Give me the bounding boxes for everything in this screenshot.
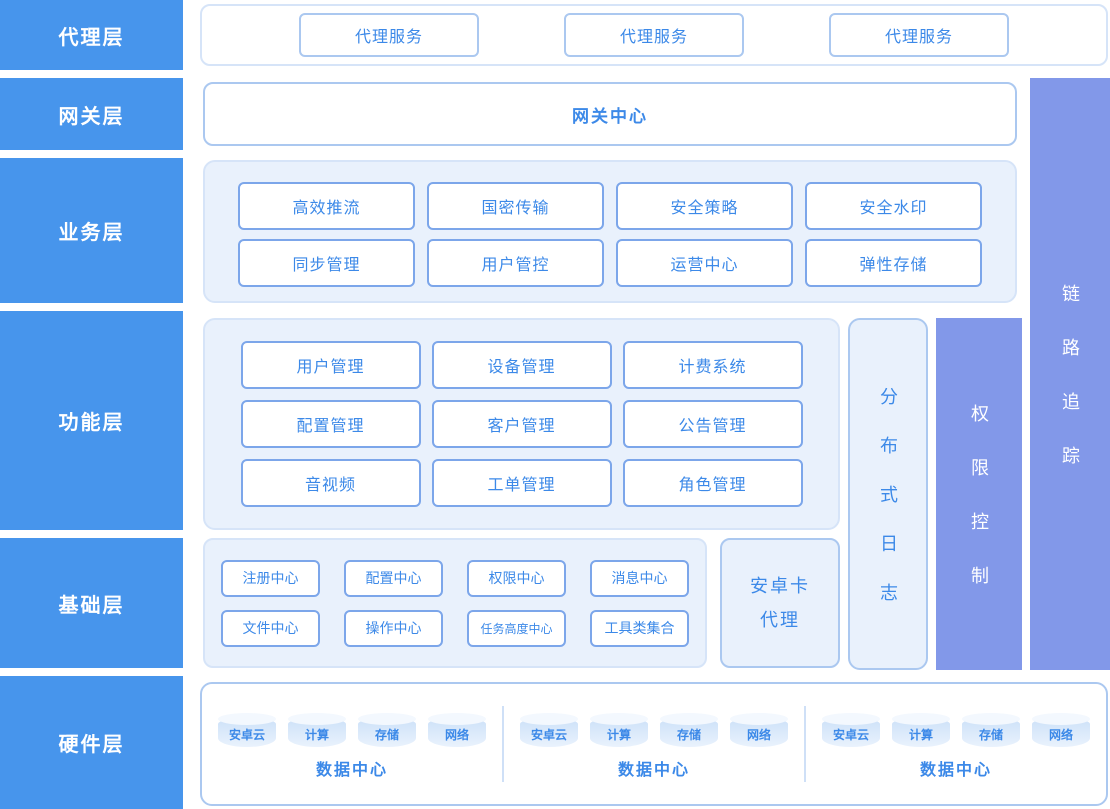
business-layer-panel: 高效推流 国密传输 安全策略 安全水印 同步管理 用户管控 运营中心 弹性存储	[203, 160, 1017, 303]
android-card-agent-box: 安卓卡代理	[720, 538, 840, 668]
database-cylinder-icon: 存储	[660, 712, 718, 747]
business-row: 同步管理 用户管控 运营中心 弹性存储	[238, 239, 982, 287]
base-box: 配置中心	[344, 559, 443, 597]
hardware-node-label: 存储	[978, 727, 1003, 742]
database-cylinder-icon: 计算	[590, 712, 648, 747]
base-box: 文件中心	[221, 609, 320, 647]
gateway-center-box: 网关中心	[203, 82, 1017, 146]
sidebar-layer-business: 业务层	[0, 158, 183, 303]
data-center-group: 安卓云 计算 存储 网络 数据中心	[202, 684, 502, 804]
business-box: 运营中心	[616, 239, 793, 287]
business-box: 同步管理	[238, 239, 415, 287]
function-box: 公告管理	[622, 400, 803, 448]
database-cylinder-icon: 网络	[428, 712, 486, 747]
function-box: 计费系统	[622, 341, 803, 389]
data-center-label: 数据中心	[315, 761, 388, 779]
hardware-node-label: 网络	[746, 727, 771, 742]
base-row: 注册中心 配置中心 权限中心 消息中心	[221, 559, 689, 597]
hardware-node-label: 计算	[606, 727, 631, 742]
base-row: 文件中心 操作中心 任务高度中心 工具类集合	[221, 609, 689, 647]
base-layer-panel: 注册中心 配置中心 权限中心 消息中心 文件中心 操作中心 任务高度中心 工具类…	[203, 538, 707, 668]
base-box: 消息中心	[590, 559, 689, 597]
function-row: 用户管理 设备管理 计费系统	[240, 341, 803, 389]
function-layer-panel: 用户管理 设备管理 计费系统 配置管理 客户管理 公告管理 音视频 工单管理 角…	[203, 318, 840, 530]
function-box: 用户管理	[240, 341, 421, 389]
base-box: 权限中心	[467, 559, 566, 597]
android-card-agent-label: 安卓卡代理	[750, 575, 810, 630]
function-box: 客户管理	[431, 400, 612, 448]
base-box: 注册中心	[221, 559, 320, 597]
data-center-group: 安卓云 计算 存储 网络 数据中心	[504, 684, 804, 804]
link-trace-column: 链路追踪	[1030, 78, 1110, 670]
sidebar-layer-base: 基础层	[0, 538, 183, 668]
hardware-node-label: 存储	[374, 727, 399, 742]
database-cylinder-icon: 安卓云	[218, 712, 276, 747]
hardware-node-row: 安卓云 计算 存储 网络	[822, 712, 1090, 747]
hardware-node-label: 安卓云	[530, 727, 567, 742]
business-box: 弹性存储	[805, 239, 982, 287]
function-box: 配置管理	[240, 400, 421, 448]
proxy-service-box: 代理服务	[564, 13, 744, 57]
hardware-node-label: 网络	[444, 727, 469, 742]
business-box: 用户管控	[427, 239, 604, 287]
distributed-log-column: 分布式日志	[848, 318, 928, 670]
proxy-layer-container: 代理服务 代理服务 代理服务	[200, 4, 1108, 66]
hardware-node-row: 安卓云 计算 存储 网络	[520, 712, 788, 747]
function-row: 配置管理 客户管理 公告管理	[240, 400, 803, 448]
data-center-group: 安卓云 计算 存储 网络 数据中心	[806, 684, 1106, 804]
hardware-layer-container: 安卓云 计算 存储 网络 数据中心	[200, 682, 1108, 806]
base-box: 工具类集合	[590, 609, 689, 647]
group-divider	[804, 706, 806, 782]
permission-control-column: 权限控制	[936, 318, 1022, 670]
proxy-service-box: 代理服务	[829, 13, 1009, 57]
hardware-node-label: 计算	[304, 727, 329, 742]
business-box: 国密传输	[427, 182, 604, 230]
link-trace-label: 链路追踪	[1060, 284, 1080, 500]
layer-label: 业务层	[58, 222, 125, 244]
layer-label: 硬件层	[58, 734, 125, 756]
database-cylinder-icon: 网络	[730, 712, 788, 747]
layer-label: 代理层	[58, 26, 125, 49]
sidebar-layer-proxy: 代理层	[0, 0, 183, 70]
hardware-node-label: 安卓云	[228, 727, 265, 742]
business-row: 高效推流 国密传输 安全策略 安全水印	[238, 182, 982, 230]
data-center-label: 数据中心	[919, 761, 992, 779]
database-cylinder-icon: 安卓云	[520, 712, 578, 747]
distributed-log-label: 分布式日志	[878, 387, 898, 632]
business-box: 高效推流	[238, 182, 415, 230]
group-divider	[502, 706, 504, 782]
function-row: 音视频 工单管理 角色管理	[240, 459, 803, 507]
database-cylinder-icon: 计算	[288, 712, 346, 747]
database-cylinder-icon: 网络	[1032, 712, 1090, 747]
hardware-node-label: 网络	[1048, 727, 1073, 742]
layer-label: 基础层	[58, 594, 125, 617]
database-cylinder-icon: 存储	[962, 712, 1020, 747]
hardware-node-label: 计算	[908, 727, 933, 742]
permission-control-label: 权限控制	[969, 404, 989, 620]
layer-label: 网关层	[58, 105, 125, 128]
sidebar-layer-gateway: 网关层	[0, 78, 183, 150]
hardware-node-label: 安卓云	[832, 727, 869, 742]
layer-label: 功能层	[58, 412, 125, 434]
base-box: 任务高度中心	[467, 609, 566, 647]
sidebar-layer-hardware: 硬件层	[0, 676, 183, 809]
base-box: 操作中心	[344, 609, 443, 647]
function-box: 角色管理	[622, 459, 803, 507]
database-cylinder-icon: 存储	[358, 712, 416, 747]
sidebar-layer-function: 功能层	[0, 311, 183, 530]
database-cylinder-icon: 安卓云	[822, 712, 880, 747]
database-cylinder-icon: 计算	[892, 712, 950, 747]
data-center-label: 数据中心	[617, 761, 690, 779]
proxy-service-box: 代理服务	[299, 13, 479, 57]
function-box: 工单管理	[431, 459, 612, 507]
function-box: 设备管理	[431, 341, 612, 389]
business-box: 安全水印	[805, 182, 982, 230]
business-box: 安全策略	[616, 182, 793, 230]
hardware-node-row: 安卓云 计算 存储 网络	[218, 712, 486, 747]
hardware-node-label: 存储	[676, 727, 701, 742]
function-box: 音视频	[240, 459, 421, 507]
